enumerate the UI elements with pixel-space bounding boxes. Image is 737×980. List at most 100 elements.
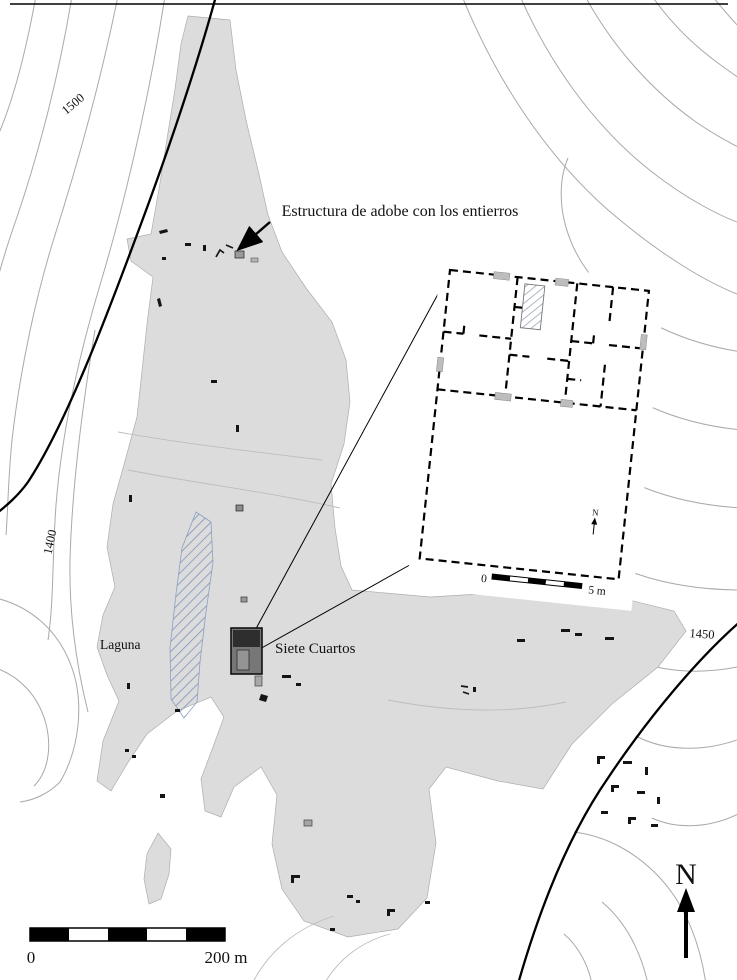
ruin-mark — [347, 895, 360, 903]
ruin-mark — [611, 785, 619, 792]
scale-bar: 0 200 m — [27, 927, 248, 967]
ruin-mark — [517, 639, 525, 642]
scale-segment — [69, 928, 108, 941]
north-arrow-shaft — [684, 908, 688, 958]
ruin-mark — [250, 257, 259, 263]
inset-wall — [503, 276, 519, 397]
scale-segment — [186, 928, 225, 941]
inset-north-head — [591, 517, 598, 525]
contour-line — [573, 831, 706, 980]
adobe-structure-arrow — [236, 221, 271, 252]
contour-line — [586, 0, 737, 148]
site-area-south-finger — [143, 832, 172, 905]
contour-label-1500: 1500 — [59, 91, 87, 118]
ruin-mark — [601, 811, 608, 814]
ruin-mark — [330, 928, 335, 931]
ruin-mark — [605, 637, 614, 640]
ruin-mark — [303, 819, 313, 827]
ruin-mark — [160, 794, 165, 798]
ruin-mark — [127, 683, 130, 689]
ruin-mark — [637, 791, 645, 794]
ruin-mark — [162, 257, 166, 260]
inset-scale-bar: 0 5 m — [480, 573, 606, 598]
inset-north-shaft — [592, 523, 595, 535]
ruin-mark — [235, 504, 244, 512]
scale-segment — [30, 928, 69, 941]
ruin-mark — [215, 244, 234, 258]
contour-line — [635, 735, 737, 749]
inset-wall — [567, 377, 582, 382]
ruin-marks — [125, 229, 660, 931]
contour-lines-over-site — [117, 431, 567, 980]
inset-scale-zero: 0 — [480, 573, 487, 586]
scale-segment — [108, 928, 147, 941]
inset-wall — [514, 305, 527, 310]
contour-line — [387, 699, 567, 711]
annotation-adobe: Estructura de adobe con los entierros — [282, 203, 519, 220]
contour-line — [47, 0, 165, 641]
ruin-mark — [282, 675, 291, 678]
ruin-mark — [623, 761, 632, 764]
contour-line — [117, 431, 323, 461]
scale-label-end: 200 m — [205, 948, 248, 967]
inset-north-label: N — [592, 507, 600, 518]
scale-segment — [147, 928, 186, 941]
contour-line — [69, 329, 96, 713]
ruin-mark — [203, 245, 206, 251]
ruin-mark — [561, 629, 582, 636]
ruin-mark — [259, 694, 268, 702]
contour-line — [714, 0, 737, 26]
inset-hatched-feature — [519, 283, 546, 331]
inset-threshold — [639, 334, 648, 351]
contour-line — [325, 933, 391, 980]
ruin-mark — [185, 243, 191, 246]
contour-line — [0, 669, 50, 787]
ruin-mark — [296, 683, 301, 686]
ruin-mark — [460, 685, 470, 695]
ruin-mark — [425, 901, 430, 904]
contour-line — [560, 157, 737, 352]
ruin-mark — [234, 250, 245, 259]
inset-wall — [599, 364, 607, 407]
callout-line-bottom — [257, 556, 425, 651]
inset-wall — [571, 339, 643, 350]
contour-line — [521, 0, 737, 223]
contour-line — [601, 901, 648, 980]
structure-inner-room — [236, 649, 250, 671]
ruin-mark — [157, 298, 162, 307]
inset-scale-end: 5 m — [588, 584, 607, 598]
ruin-mark — [236, 425, 239, 432]
contour-label-1400: 1400 — [41, 528, 60, 555]
contour-line — [651, 813, 737, 827]
label-laguna: Laguna — [100, 637, 140, 652]
contour-line — [0, 0, 36, 132]
inset-plan: N 0 5 m — [406, 257, 667, 611]
contour-line — [0, 0, 72, 273]
inset-north-arrow: N — [591, 507, 600, 535]
ruin-mark — [129, 495, 132, 502]
ruin-mark — [645, 767, 648, 775]
inset-threshold — [560, 399, 574, 408]
contour-line — [563, 933, 592, 980]
ruin-mark — [211, 380, 217, 383]
ruin-mark — [387, 909, 395, 916]
contour-line — [0, 598, 80, 803]
inset-wall — [443, 330, 512, 340]
contour-line — [127, 469, 341, 509]
inset-backing — [406, 257, 667, 611]
ruin-mark — [291, 875, 300, 883]
inset-wall — [592, 331, 596, 344]
trail-line-west — [0, 0, 217, 513]
inset-threshold — [554, 277, 569, 287]
inset-wall — [462, 321, 466, 334]
lagoon-hatched-area — [169, 511, 214, 719]
ruin-mark — [651, 824, 658, 827]
inset-threshold — [493, 271, 511, 281]
ruin-mark — [657, 797, 660, 804]
ruin-mark — [473, 687, 476, 692]
north-arrow: N — [675, 858, 697, 958]
ruin-mark — [597, 756, 605, 764]
label-siete-cuartos: Siete Cuartos — [275, 641, 356, 657]
